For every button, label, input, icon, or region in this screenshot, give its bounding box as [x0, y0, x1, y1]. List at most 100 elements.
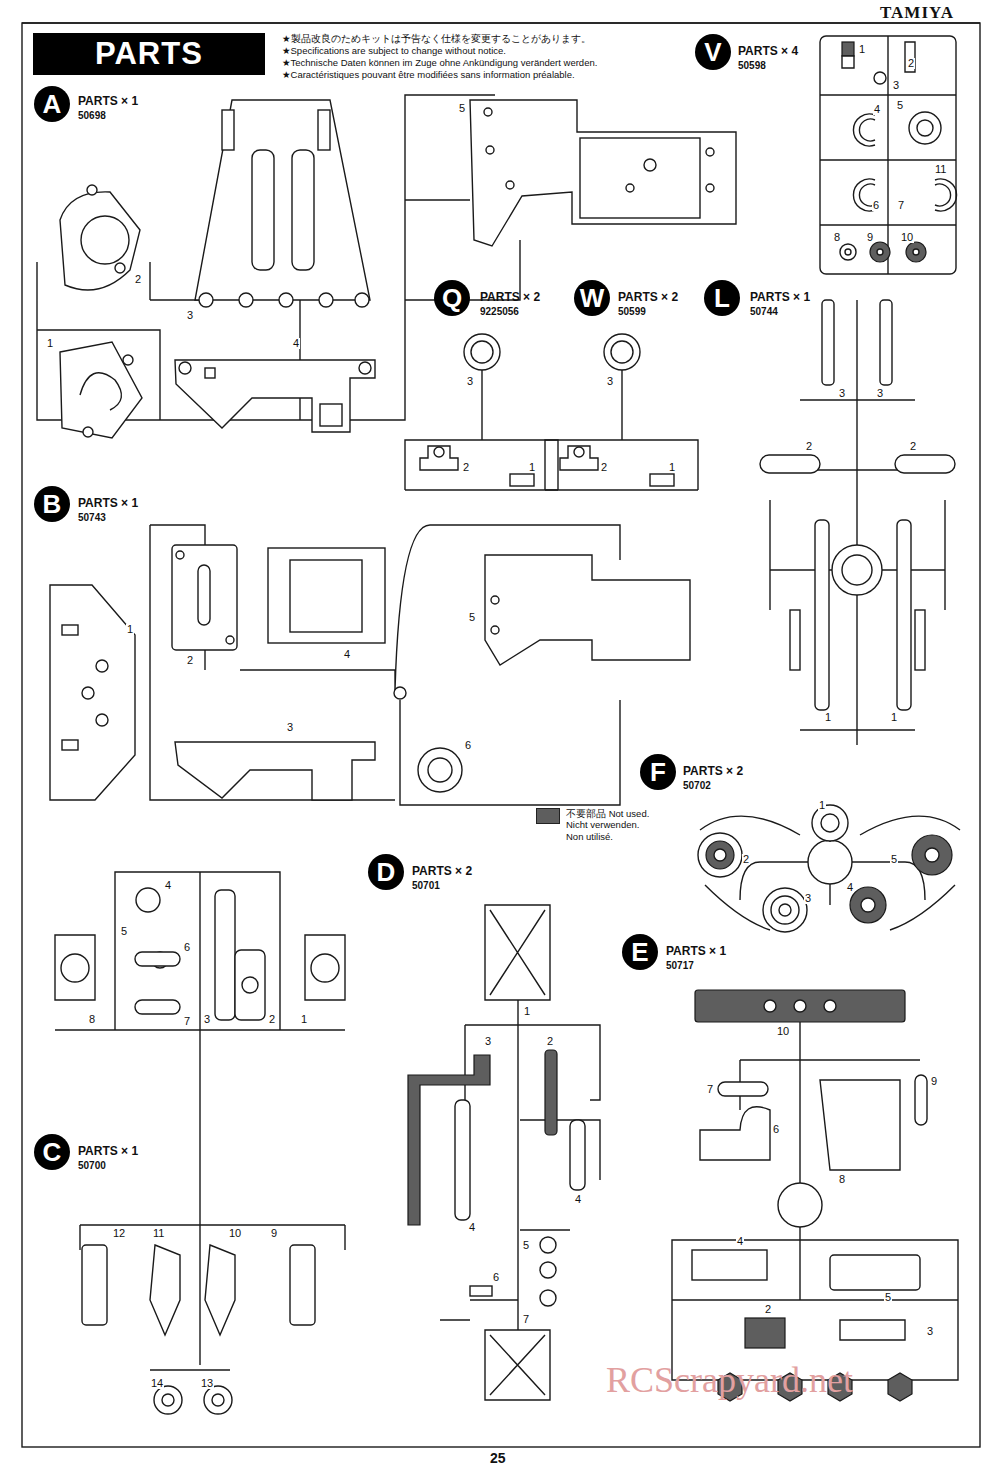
- parts-count: PARTS × 1: [78, 95, 138, 107]
- part-number: 3: [838, 388, 846, 399]
- part-number: 2: [134, 274, 142, 285]
- watermark: RCScrapyard.net: [606, 1362, 853, 1398]
- part-number: 3: [484, 1036, 492, 1047]
- part-number: 1: [300, 1014, 308, 1025]
- part-code: 50717: [666, 961, 694, 971]
- spec-note: ★Specifications are subject to change wi…: [282, 46, 506, 56]
- sprue-letter-circle: A: [34, 86, 70, 122]
- sprue-letter-circle: V: [695, 34, 731, 70]
- part-number: 5: [458, 103, 466, 114]
- not-used-swatch: [536, 808, 560, 824]
- part-number: 4: [846, 882, 854, 893]
- part-number: 4: [468, 1222, 476, 1233]
- part-code: 50599: [618, 307, 646, 317]
- sprue-letter: D: [377, 859, 396, 885]
- sprue-letter-circle: L: [704, 280, 740, 316]
- part-number: 2: [546, 1036, 554, 1047]
- part-number: 3: [203, 1014, 211, 1025]
- sprue-letter-circle: C: [34, 1134, 70, 1170]
- sprue-letter: W: [580, 285, 605, 311]
- part-number: 7: [706, 1084, 714, 1095]
- part-number: 4: [343, 649, 351, 660]
- parts-count: PARTS × 1: [750, 291, 810, 303]
- part-number: 2: [268, 1014, 276, 1025]
- parts-count: PARTS × 2: [618, 291, 678, 303]
- part-number: 2: [742, 854, 750, 865]
- sprue-letter: L: [714, 285, 730, 311]
- part-number: 3: [186, 310, 194, 321]
- part-number: 5: [896, 100, 904, 111]
- part-number: 8: [833, 232, 841, 243]
- part-number: 5: [884, 1292, 892, 1303]
- part-number: 3: [286, 722, 294, 733]
- part-number: 5: [120, 926, 128, 937]
- parts-count: PARTS × 4: [738, 45, 798, 57]
- sprue-letter-circle: B: [34, 486, 70, 522]
- part-number: 10: [776, 1026, 790, 1037]
- part-number: 1: [46, 338, 54, 349]
- parts-count: PARTS × 1: [78, 497, 138, 509]
- part-number: 1: [523, 1006, 531, 1017]
- part-number: 2: [462, 462, 470, 473]
- part-number: 1: [890, 712, 898, 723]
- part-number: 3: [892, 80, 900, 91]
- sprue-letter-circle: E: [622, 934, 658, 970]
- parts-count: PARTS × 1: [666, 945, 726, 957]
- part-number: 4: [873, 104, 881, 115]
- sprue-letter: E: [631, 939, 648, 965]
- part-code: 50743: [78, 513, 106, 523]
- legend-item: 不要部品 Not used. Nicht verwenden. Non util…: [536, 808, 658, 842]
- part-number: 2: [600, 462, 608, 473]
- part-number: 1: [818, 800, 826, 811]
- part-number: 13: [200, 1378, 214, 1389]
- part-number: 6: [183, 942, 191, 953]
- parts-count: PARTS × 2: [412, 865, 472, 877]
- part-number: 2: [805, 441, 813, 452]
- part-number: 10: [228, 1228, 242, 1239]
- part-number: 6: [872, 200, 880, 211]
- parts-count: PARTS × 1: [78, 1145, 138, 1157]
- parts-count: PARTS × 2: [683, 765, 743, 777]
- part-number: 1: [858, 44, 866, 55]
- part-code: 50598: [738, 61, 766, 71]
- sprue-letter: V: [704, 39, 721, 65]
- part-number: 7: [522, 1314, 530, 1325]
- page-title: PARTS: [95, 36, 203, 72]
- part-number: 4: [574, 1194, 582, 1205]
- part-number: 4: [292, 338, 300, 349]
- title-box: PARTS: [33, 33, 265, 75]
- part-number: 5: [890, 854, 898, 865]
- part-number: 11: [934, 164, 947, 175]
- spec-note: ★Caractéristiques pouvant être modifiées…: [282, 70, 575, 80]
- part-number: 1: [668, 462, 676, 473]
- part-number: 10: [900, 232, 914, 243]
- sprue-letter: Q: [442, 285, 462, 311]
- sprue-letter-circle: W: [574, 280, 610, 316]
- part-number: 8: [88, 1014, 96, 1025]
- part-number: 3: [606, 376, 614, 387]
- part-number: 4: [164, 880, 172, 891]
- part-number: 8: [838, 1174, 846, 1185]
- part-number: 14: [150, 1378, 164, 1389]
- part-number: 6: [772, 1124, 780, 1135]
- brand-name: TAMIYA: [880, 4, 954, 21]
- part-code: 50700: [78, 1161, 106, 1171]
- page-number: 25: [490, 1451, 506, 1465]
- sprue-letter-circle: F: [640, 754, 676, 790]
- part-number: 9: [930, 1076, 938, 1087]
- part-number: 2: [909, 441, 917, 452]
- parts-count: PARTS × 2: [480, 291, 540, 303]
- spec-note: ★製品改良のためキットは予告なく仕様を変更することがあります。: [282, 34, 591, 44]
- part-number: 7: [183, 1016, 191, 1027]
- legend: 不要部品 Not used. Nicht verwenden. Non util…: [536, 808, 658, 842]
- part-number: 3: [876, 388, 884, 399]
- part-number: 12: [112, 1228, 126, 1239]
- part-number: 2: [907, 58, 915, 69]
- sprue-letter-circle: Q: [434, 280, 470, 316]
- sprue-letter: A: [43, 91, 62, 117]
- sprue-letter: C: [43, 1139, 62, 1165]
- part-number: 9: [270, 1228, 278, 1239]
- part-number: 11: [152, 1228, 165, 1239]
